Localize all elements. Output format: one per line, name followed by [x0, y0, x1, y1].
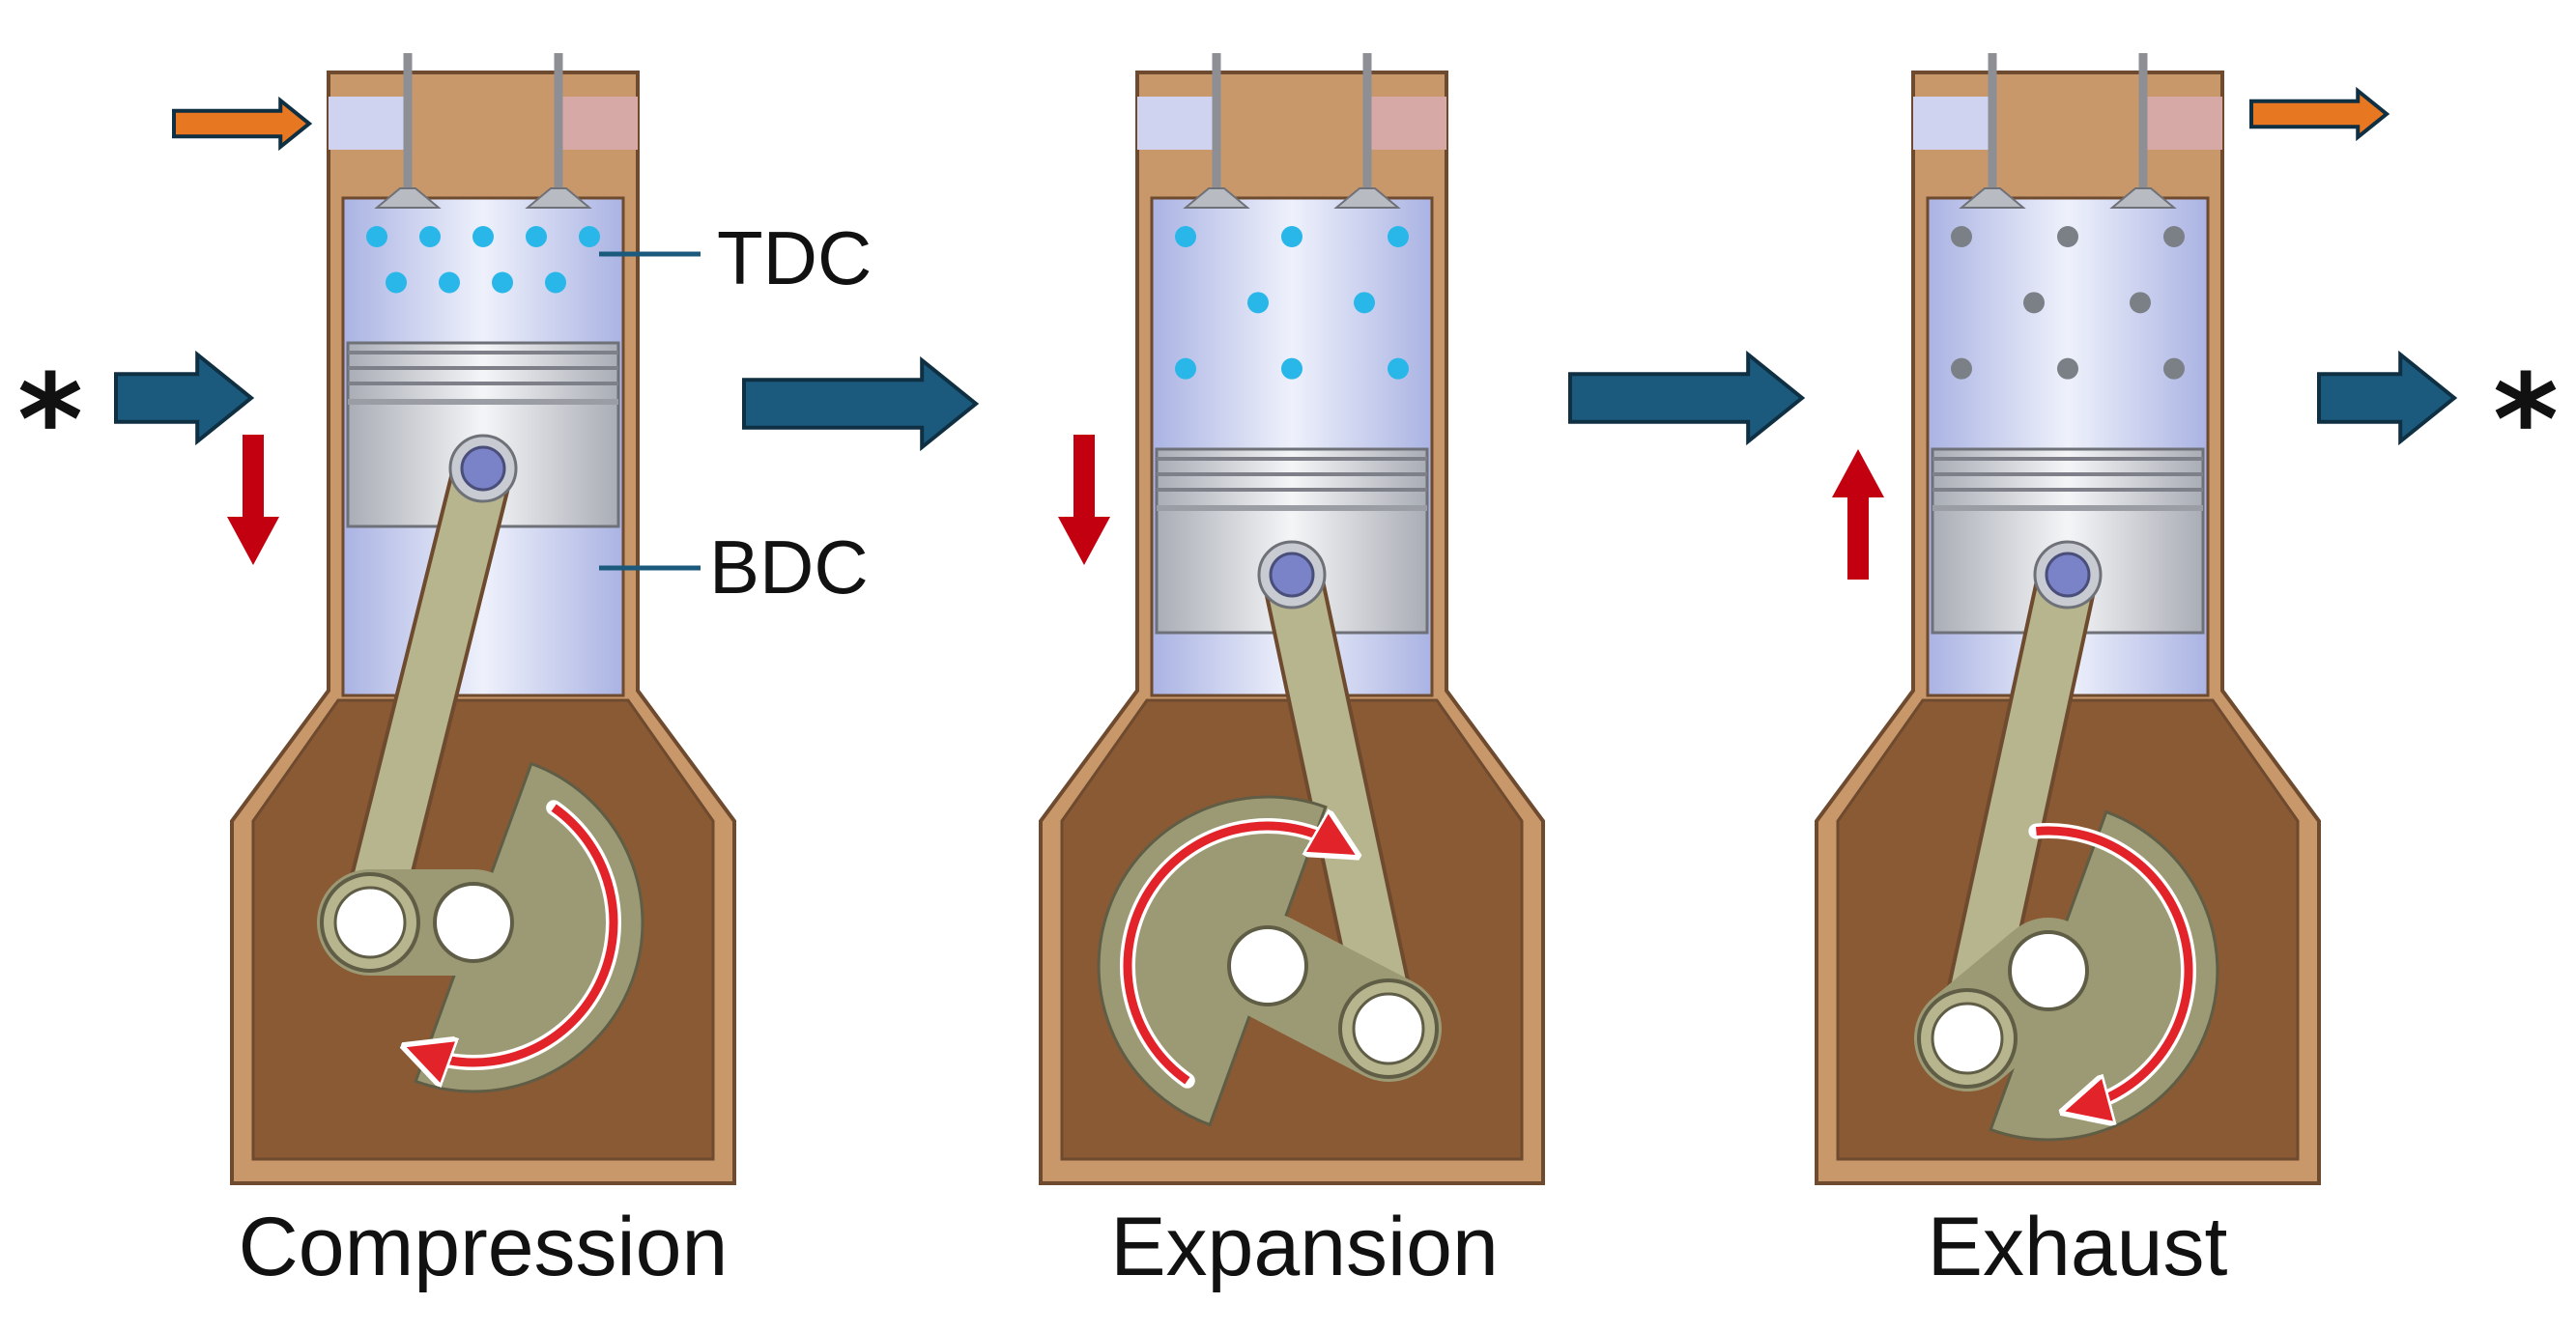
gas-particle	[2163, 357, 2185, 380]
stage-label-exhaust: Exhaust	[1927, 1201, 2228, 1293]
engine-exhaust	[1815, 53, 2321, 1185]
connecting-rod	[1265, 548, 1416, 1056]
crankshaft	[1227, 925, 1308, 1006]
gas-particle	[526, 226, 547, 247]
cycle-start-marker: *	[17, 347, 83, 494]
gas-particle	[2057, 226, 2078, 247]
gas-particle	[472, 226, 494, 247]
intake-valve-head	[374, 187, 442, 209]
gas-particle	[1281, 226, 1302, 247]
wrist-pin	[460, 445, 506, 492]
crankshaft	[433, 882, 514, 963]
crank-pin	[333, 886, 407, 959]
gas-particle	[439, 271, 460, 294]
intake-valve-head	[1959, 187, 2026, 209]
gas-particle	[419, 226, 441, 247]
flow-arrow-icon	[1568, 350, 1806, 446]
gas-particle	[492, 271, 513, 294]
exhaust-valve-head	[525, 187, 592, 209]
gas-particle	[2057, 357, 2078, 380]
gas-particle	[386, 271, 407, 294]
intake-port	[1137, 97, 1215, 150]
gas-particle	[579, 226, 600, 247]
gas-particle	[1951, 357, 1972, 380]
piston-groove	[348, 399, 618, 405]
piston-motion-arrow-icon	[1058, 435, 1110, 565]
connecting-rod	[343, 441, 510, 949]
gas-particle	[1247, 292, 1269, 314]
piston-groove	[1932, 505, 2203, 511]
exhaust-port	[560, 97, 638, 150]
wrist-pin	[1269, 552, 1315, 598]
crankshaft	[2008, 930, 2089, 1011]
crank-rotation-arrow-icon	[425, 804, 618, 1063]
gas-particle	[1951, 226, 1972, 247]
gas-particle	[1175, 357, 1196, 380]
cycle-end-marker: *	[2493, 347, 2559, 494]
gas-particle	[2163, 226, 2185, 247]
exhaust-port	[2145, 97, 2222, 150]
intake-valve-head	[1183, 187, 1250, 209]
stage-label-expansion: Expansion	[1110, 1201, 1499, 1293]
crank-rotation-arrow-icon	[2035, 826, 2193, 1106]
bdc-label: BDC	[709, 524, 869, 609]
exhaust-valve-head	[2109, 187, 2177, 209]
gas-particle	[1281, 357, 1302, 380]
intake-arrow-icon	[172, 96, 313, 152]
gas-particle	[1175, 226, 1196, 247]
piston-groove	[1157, 505, 1427, 511]
crank-rotation-arrow-icon	[1123, 826, 1338, 1085]
crank-pin	[1931, 1002, 2004, 1075]
exhaust-port	[1369, 97, 1446, 150]
flow-arrow-icon	[114, 350, 255, 446]
wrist-pin	[2045, 552, 2091, 598]
flow-arrow-icon	[2317, 350, 2458, 446]
gas-particle	[1388, 357, 1409, 380]
engine-compression	[227, 53, 736, 1185]
intake-port	[329, 97, 406, 150]
gas-particle	[2023, 292, 2045, 314]
gas-particle	[366, 226, 387, 247]
flow-arrow-icon	[742, 355, 980, 452]
gas-particle	[1354, 292, 1375, 314]
crank-pin	[1352, 992, 1425, 1065]
tdc-label: TDC	[717, 215, 873, 300]
piston-motion-arrow-icon	[1832, 449, 1884, 580]
gas-particle	[1388, 226, 1409, 247]
exhaust-arrow-icon	[2249, 86, 2390, 142]
gas-particle	[545, 271, 566, 294]
piston-motion-arrow-icon	[227, 435, 279, 565]
gas-particle	[2130, 292, 2151, 314]
intake-port	[1913, 97, 1990, 150]
stage-label-compression: Compression	[238, 1201, 729, 1293]
engine-expansion	[1039, 53, 1545, 1185]
exhaust-valve-head	[1333, 187, 1401, 209]
